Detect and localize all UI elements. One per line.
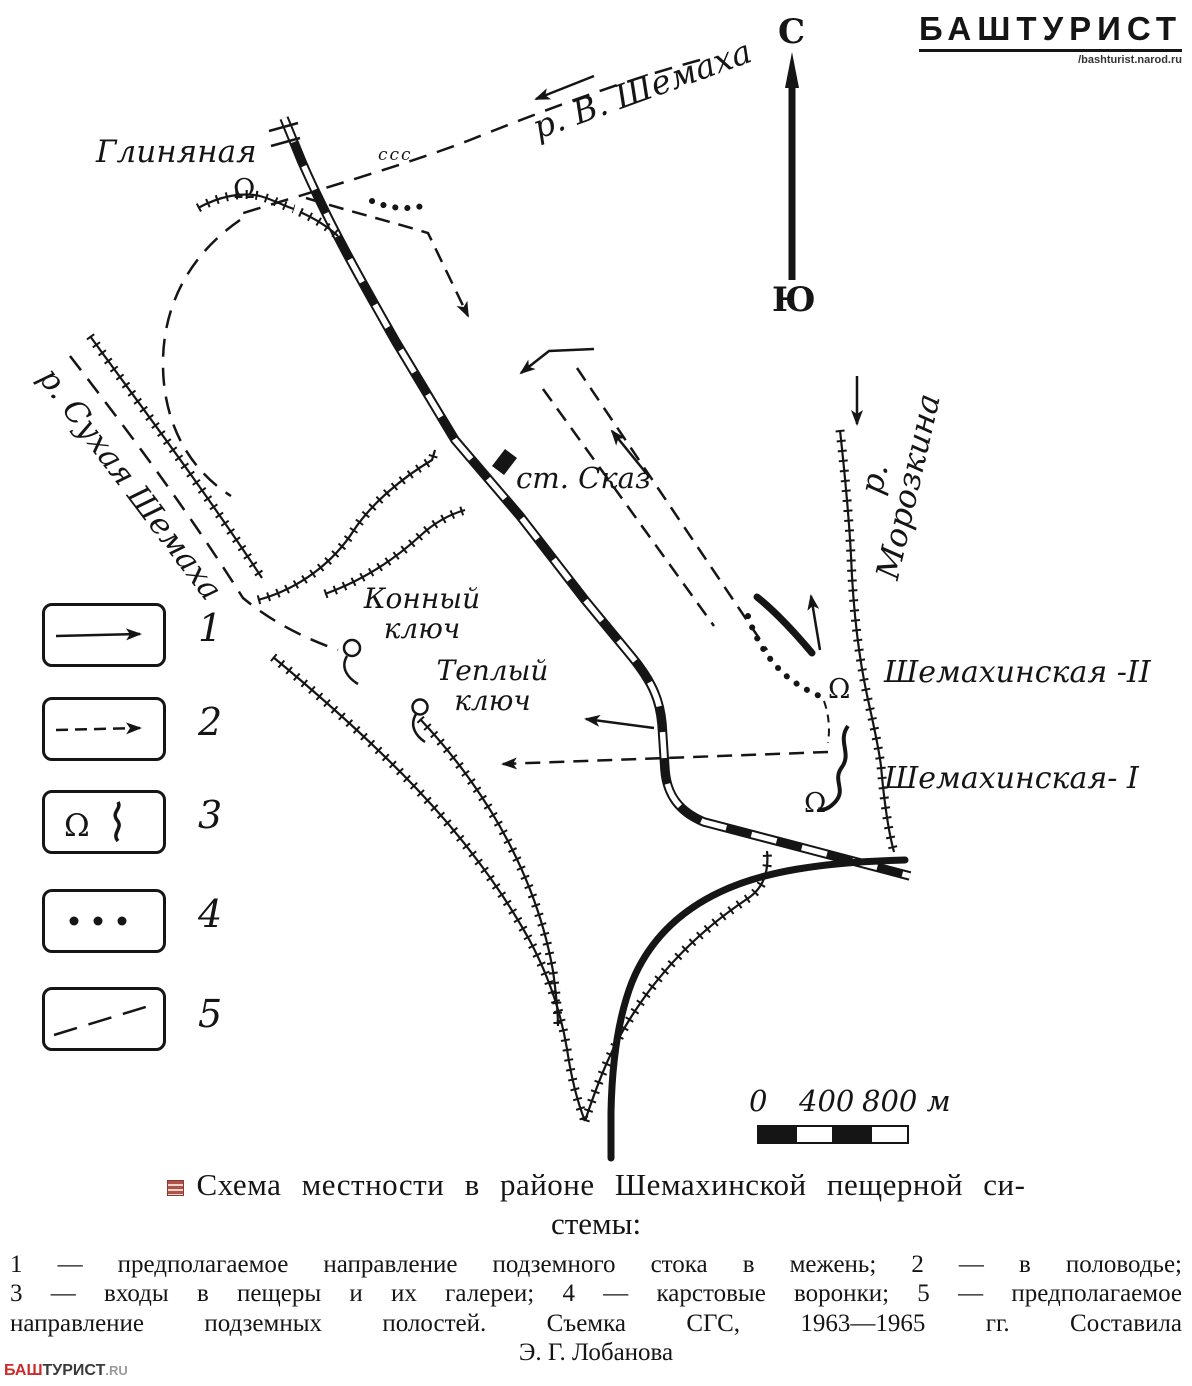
flow-arrow-west <box>584 714 655 730</box>
watermark: БАШТУРИСТ.RU <box>4 1362 128 1380</box>
river-sukhaya-shemakha <box>89 335 263 579</box>
scale-label-0: 0 <box>749 1084 768 1118</box>
site-logo: БАШТУРИСТ /bashturist.narod.ru <box>918 10 1182 66</box>
karst-connector-dashed <box>823 700 830 744</box>
karst-sinkholes-icon <box>69 916 127 926</box>
karst-dots-right <box>745 613 825 700</box>
cave-gallery-shemakhinskaya-1 <box>817 724 850 812</box>
scale-segment <box>834 1127 872 1142</box>
cave-entrance-icon-shemakhinskaya-2: Ω <box>828 674 850 705</box>
underground-flow-dashed <box>541 388 716 627</box>
legend-num-2: 2 <box>198 700 223 744</box>
spring-konny-tail <box>343 655 359 686</box>
label-glinyanaya: Глиняная <box>96 134 257 170</box>
legend-box-4 <box>42 889 166 953</box>
watermark-red: БАШ <box>4 1362 43 1379</box>
legend-box-1 <box>42 603 166 667</box>
cave-entrance-icon-glinyanaya: Ω <box>233 174 255 205</box>
scale-segment <box>871 1127 907 1142</box>
flow-arrow-sinkhole-dashed <box>305 196 470 318</box>
flow-arrow-river-top <box>534 74 595 101</box>
label-konny-klyuch: Конный ключ <box>363 582 481 646</box>
scale-label-400: 400 <box>799 1084 855 1118</box>
railway-bridge-tick <box>270 136 301 148</box>
springs-marks: ссс <box>378 145 413 165</box>
scale-label-800: 800 м <box>862 1084 951 1118</box>
valley-edge-inner <box>419 718 560 1027</box>
compass-north-label: С <box>778 12 806 52</box>
scale-bar <box>757 1125 909 1144</box>
spring-teply-tail <box>411 713 426 744</box>
legend-box-2 <box>42 697 166 761</box>
map-canvas: Ω Ω Ω ссс <box>69 52 912 1162</box>
figure-caption: Схема местности в районе Шемахинской пещ… <box>0 1166 1192 1368</box>
underground-flow-dashed <box>575 367 769 651</box>
caption-body-line-2: 3 — входы в пещеры и их галереи; 4 — кар… <box>10 1280 1182 1307</box>
site-logo-text: БАШТУРИСТ <box>918 10 1182 52</box>
karst-arc-dashed <box>161 218 241 498</box>
station-skaz-marker <box>492 449 517 475</box>
label-teply-klyuch: Теплый ключ <box>436 654 549 718</box>
legend-num-1: 1 <box>198 606 223 650</box>
caption-title-text: Схема местности в районе Шемахинской пещ… <box>196 1167 1026 1202</box>
caption-body-line-3: направление подземных полостей. Съемка С… <box>10 1309 1182 1337</box>
legend-num-3: 3 <box>198 793 223 837</box>
compass-north-arrow <box>785 52 799 280</box>
legend-box-3: Ω <box>42 790 166 854</box>
spring-teply <box>411 698 429 716</box>
site-logo-url: /bashturist.narod.ru <box>1078 54 1182 66</box>
caption-body-line-4: Э. Г. Лобанова <box>518 1339 674 1366</box>
watermark-dark: ТУРИСТ <box>42 1362 106 1379</box>
scale-segment <box>796 1127 834 1142</box>
cave-entrance-icon-shemakhinskaya-1: Ω <box>804 788 826 819</box>
flow-hook-arrow <box>519 347 595 375</box>
label-shemakhinskaya-2: Шемахинская -II <box>884 655 1151 690</box>
caption-title-line-2: стемы: <box>550 1205 642 1241</box>
legend-box-5 <box>42 987 166 1051</box>
river-sukhaya-dashed <box>69 355 339 652</box>
valley-edge-left <box>272 656 587 1122</box>
label-station-skaz: ст. Сказ <box>516 461 651 495</box>
river-v-shemakha-dashed <box>239 58 701 216</box>
railway-bridge-tick <box>268 121 299 133</box>
compass-south-label: Ю <box>772 280 816 320</box>
legend-num-4: 4 <box>198 892 223 936</box>
watermark-grey: .RU <box>105 1363 128 1378</box>
caption-title-line-1: Схема местности в районе Шемахинской пещ… <box>0 1166 1192 1205</box>
spring-konny <box>342 638 362 658</box>
caption-bullet-icon <box>166 1179 184 1196</box>
flow-arrow-mid <box>610 429 647 474</box>
karst-dots-top <box>369 198 425 212</box>
scale-segment <box>759 1127 797 1142</box>
valley-edge-right <box>583 850 769 1122</box>
legend-num-5: 5 <box>198 992 223 1036</box>
solid-flow-arrow-icon <box>55 628 142 641</box>
cavity-direction-icon <box>53 1003 153 1037</box>
cave-entrance-gallery-icon: Ω <box>64 801 121 844</box>
cave-gallery-arrow <box>807 594 822 651</box>
dashed-flow-arrow-icon <box>55 722 142 735</box>
cave-gallery-shemakhinskaya-2 <box>753 593 816 657</box>
caption-body-line-1: 1 — предполагаемое направление подземног… <box>10 1250 1182 1278</box>
label-shemakhinskaya-1: Шемахинская- I <box>884 761 1139 796</box>
svg-text:Ω: Ω <box>64 808 90 844</box>
